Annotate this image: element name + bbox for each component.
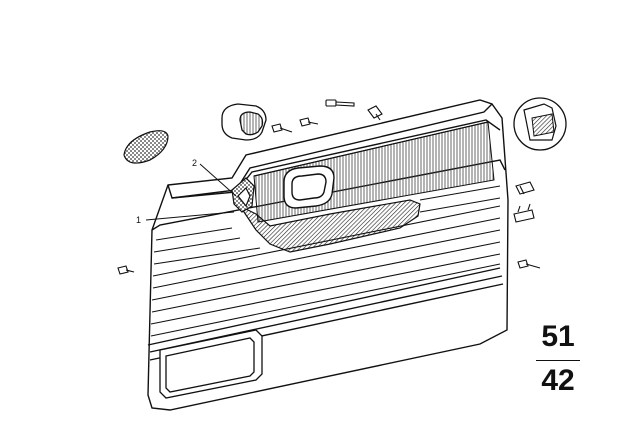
- pull-handle-part: [221, 103, 267, 141]
- group-code-divider: [536, 360, 580, 361]
- screw-4: [299, 117, 319, 127]
- screw-2: [367, 105, 383, 121]
- screw-6: [517, 259, 541, 269]
- armrest: [238, 199, 421, 253]
- callout-leaders: [145, 163, 237, 221]
- group-code-sub: 42: [541, 364, 575, 397]
- callout-2: 2: [192, 158, 197, 168]
- map-pocket: [159, 329, 263, 399]
- screw-1: [325, 99, 355, 107]
- group-code-main: 51: [541, 320, 575, 353]
- speaker-grille: [123, 130, 169, 164]
- clip-2: [513, 203, 535, 223]
- callout-1: 1: [136, 215, 141, 225]
- screw-5: [117, 265, 135, 275]
- screw-3: [271, 123, 293, 133]
- window-crank-escutcheon: [231, 177, 255, 213]
- detail-view-circle: [513, 97, 567, 151]
- trim-lines: [150, 185, 501, 337]
- door-handle-recess: [283, 165, 335, 209]
- clip-1: [515, 181, 535, 195]
